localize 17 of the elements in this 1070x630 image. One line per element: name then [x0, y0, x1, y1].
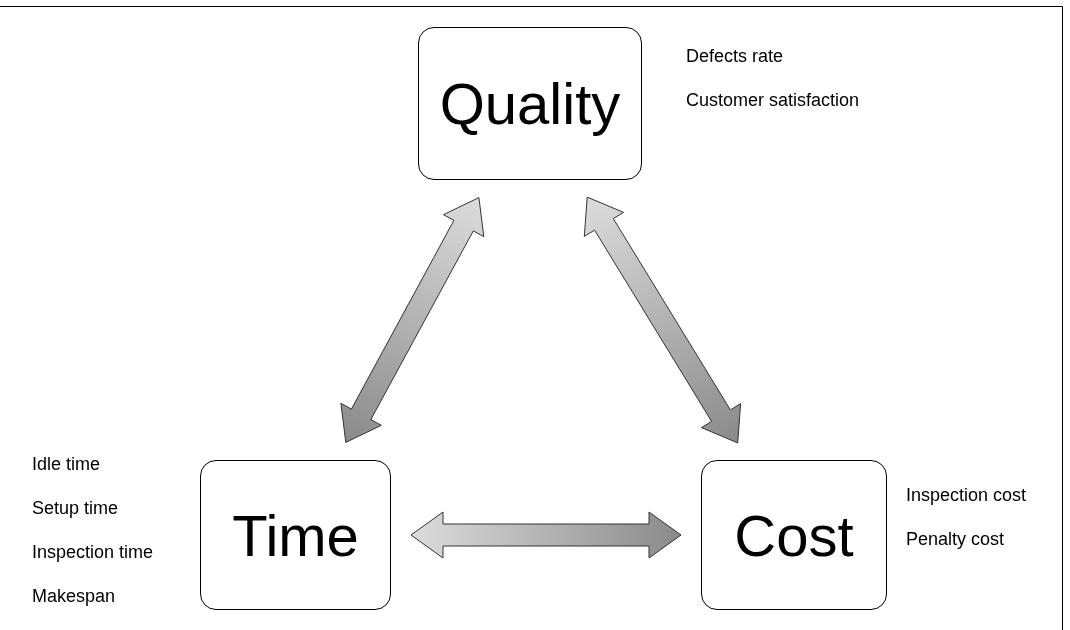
double-block-arrow	[410, 511, 682, 559]
metric-label: Customer satisfaction	[686, 90, 860, 111]
metric-label: Makespan	[32, 586, 116, 607]
node-title: Quality	[439, 70, 621, 137]
metric-label: Inspection cost	[906, 485, 1027, 506]
metric-label: Idle time	[32, 454, 101, 475]
rounded-box	[418, 27, 642, 180]
metric-label: Setup time	[32, 498, 119, 519]
double-block-arrow	[583, 196, 742, 444]
double-block-arrow	[340, 197, 485, 443]
rounded-box	[701, 460, 887, 610]
metric-label: Penalty cost	[906, 529, 1005, 550]
node-title: Time	[232, 501, 359, 569]
node-title: Cost	[734, 501, 854, 569]
rounded-box	[200, 460, 391, 610]
metric-label: Inspection time	[32, 542, 154, 563]
metric-label: Defects rate	[686, 46, 784, 67]
